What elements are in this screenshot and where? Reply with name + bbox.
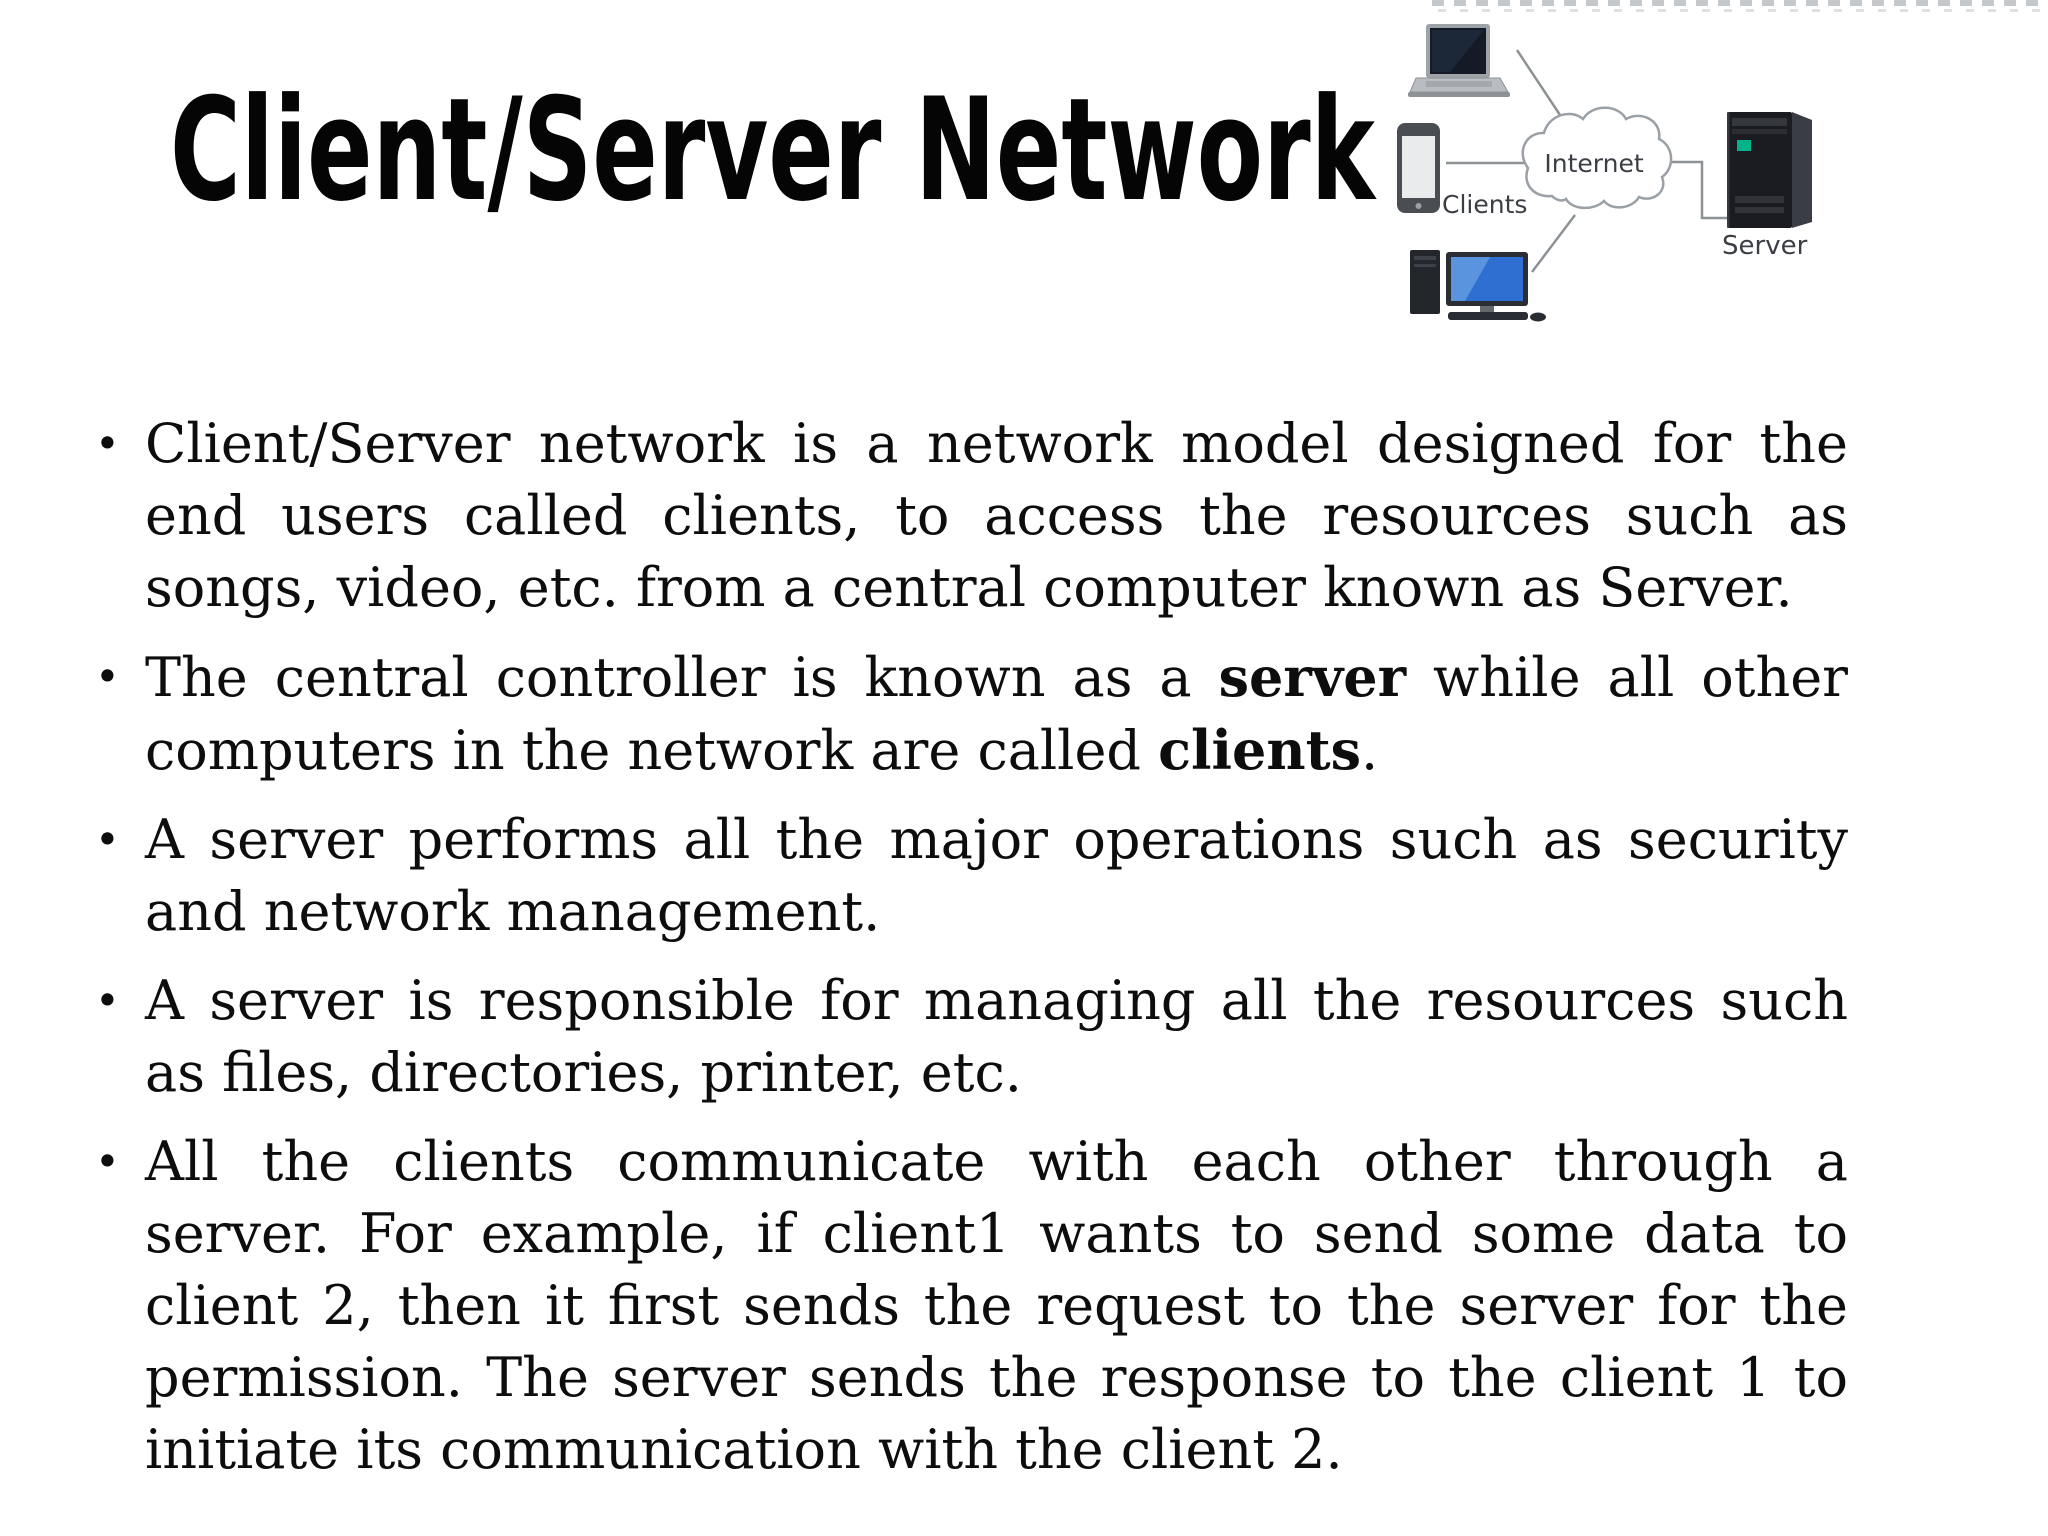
bullet-marker: • — [95, 976, 120, 1025]
bullet-line: A server performs all the major operatio… — [145, 804, 1848, 876]
bullet-item: • A server performs all the major operati… — [93, 804, 1848, 948]
text: . — [1361, 719, 1379, 782]
bullet-marker: • — [95, 419, 120, 468]
text: permission. The server sends the respons… — [145, 1346, 1848, 1409]
internet-cloud: Internet — [1521, 106, 1673, 210]
text: client 2, then it first sends the reques… — [145, 1274, 1848, 1337]
text: Client/Server network is a network model… — [145, 412, 1848, 475]
connector-lines — [1446, 49, 1727, 273]
top-edge-artifact — [1432, 0, 2048, 6]
bold-text: clients — [1158, 718, 1362, 782]
bullet-line: client 2, then it first sends the reques… — [145, 1270, 1848, 1342]
bullet-line: as files, directories, printer, etc. — [145, 1037, 1848, 1109]
bullet-item: • The central controller is known as a se… — [93, 641, 1848, 787]
bullet-line: Client/Server network is a network model… — [145, 408, 1848, 480]
text: The central controller is known as a — [145, 646, 1219, 709]
text: as files, directories, printer, etc. — [145, 1041, 1022, 1104]
bullet-marker: • — [95, 1137, 120, 1186]
network-diagram: Internet Clients Server — [1380, 0, 1880, 340]
bullet-item: • All the clients communicate with each o… — [93, 1126, 1848, 1486]
server-tower-icon — [1727, 112, 1812, 228]
bullet-line: songs, video, etc. from a central comput… — [145, 552, 1848, 624]
text: initiate its communication with the clie… — [145, 1418, 1343, 1481]
bullet-line: The central controller is known as a ser… — [145, 641, 1848, 714]
bullet-line: initiate its communication with the clie… — [145, 1414, 1848, 1486]
laptop-icon — [1408, 24, 1510, 97]
bullet-line: All the clients communicate with each ot… — [145, 1126, 1848, 1198]
bullet-line: A server is responsible for managing all… — [145, 965, 1848, 1037]
bullet-item: • Client/Server network is a network mode… — [93, 408, 1848, 624]
bullet-marker: • — [95, 815, 120, 864]
text: computers in the network are called — [145, 719, 1159, 782]
bold-text: server — [1218, 645, 1407, 709]
bullet-marker: • — [95, 652, 120, 701]
bullet-line: permission. The server sends the respons… — [145, 1342, 1848, 1414]
smartphone-icon — [1397, 123, 1440, 213]
clients-label: Clients — [1442, 190, 1527, 219]
text: and network management. — [145, 880, 881, 943]
page-title: Client/Server Network — [170, 68, 1375, 233]
text: while all other — [1406, 646, 1848, 709]
text: server. For example, if client1 wants to… — [145, 1202, 1848, 1265]
text: songs, video, etc. from a central comput… — [145, 556, 1793, 619]
top-edge-artifact — [1438, 9, 2048, 12]
text: A server is responsible for managing all… — [145, 969, 1848, 1032]
bullet-line: end users called clients, to access the … — [145, 480, 1848, 552]
text: All the clients communicate with each ot… — [145, 1130, 1848, 1193]
bullet-line: and network management. — [145, 876, 1848, 948]
bullet-line: computers in the network are called clie… — [145, 714, 1848, 787]
bullet-line: server. For example, if client1 wants to… — [145, 1198, 1848, 1270]
desktop-computer-icon — [1410, 250, 1546, 322]
text: end users called clients, to access the … — [145, 484, 1848, 547]
bullet-list: • Client/Server network is a network mode… — [93, 408, 1848, 1503]
text: A server performs all the major operatio… — [145, 808, 1848, 871]
server-label: Server — [1722, 231, 1808, 261]
internet-label: Internet — [1544, 149, 1643, 178]
bullet-item: • A server is responsible for managing al… — [93, 965, 1848, 1109]
